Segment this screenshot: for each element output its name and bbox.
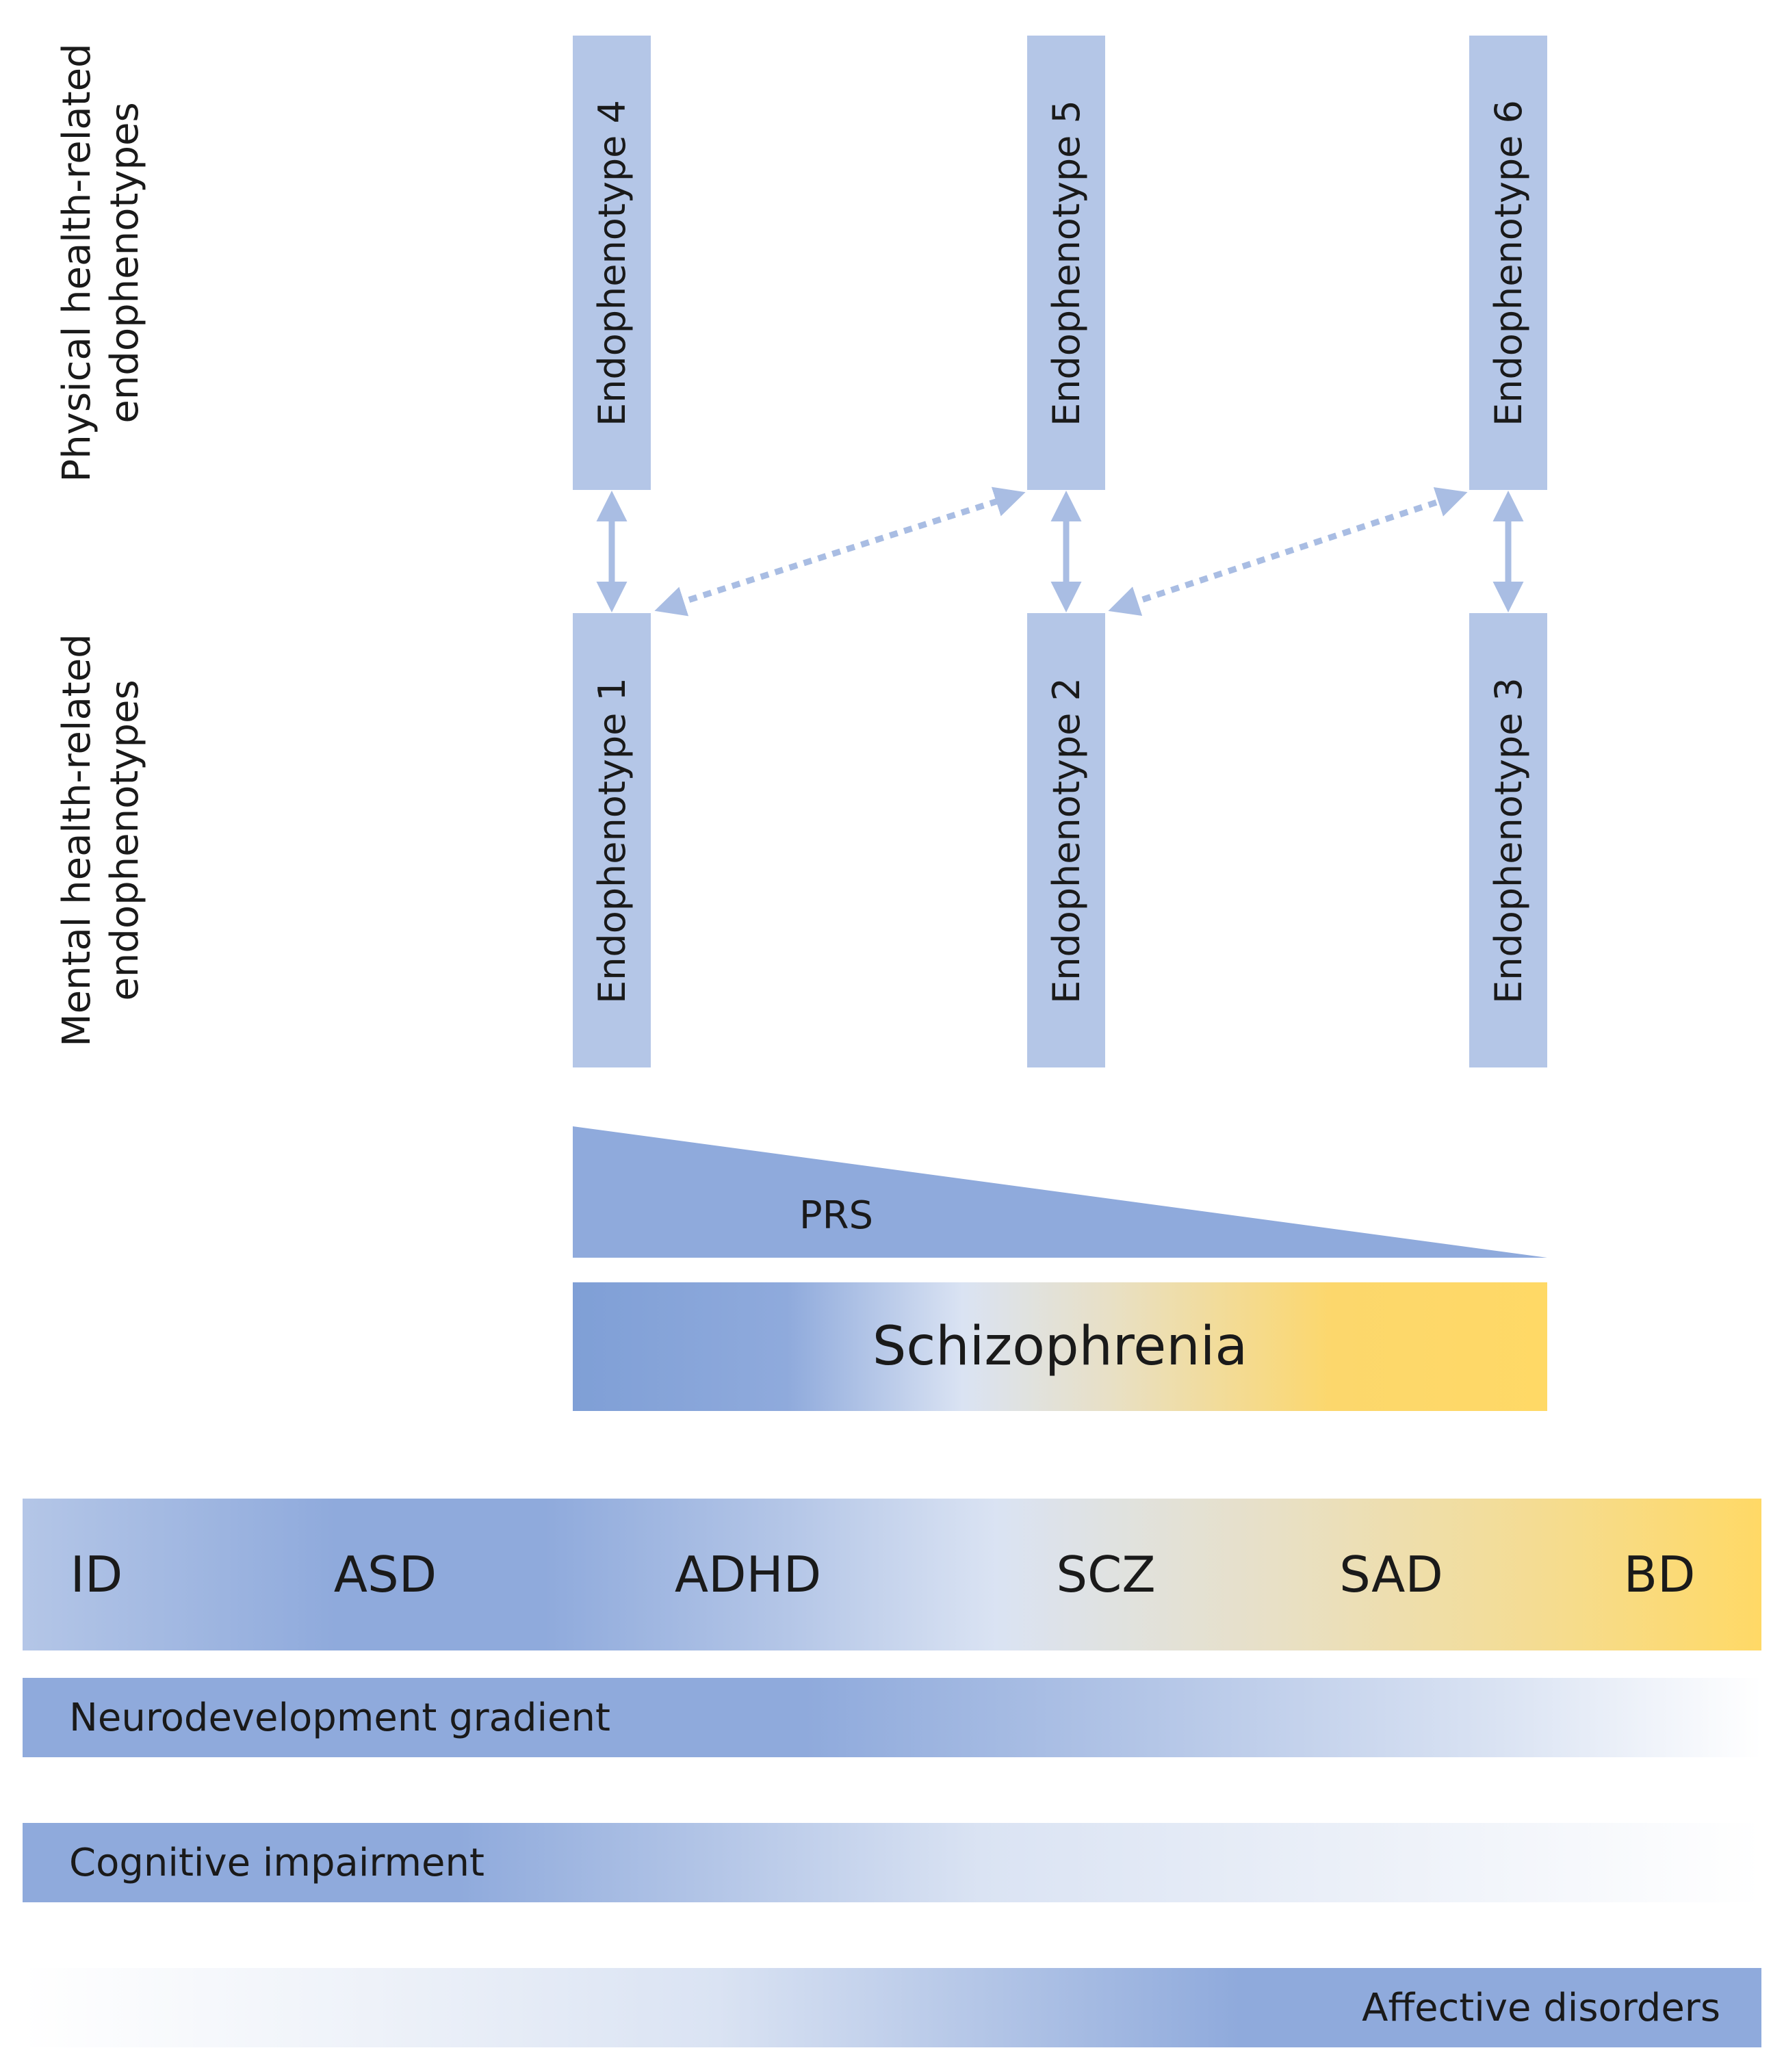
neurodevelopment-gradient-bar: Neurodevelopment gradient xyxy=(23,1678,1761,1757)
neurodevelopment-label: Neurodevelopment gradient xyxy=(69,1695,610,1740)
dotted-arrow-e1-e5 xyxy=(654,487,1026,617)
disorder-id: ID xyxy=(70,1546,123,1603)
prs-triangle xyxy=(573,1126,1547,1258)
schizophrenia-bar: Schizophrenia xyxy=(573,1282,1547,1411)
disorders-bar: ID ASD ADHD SCZ SAD BD xyxy=(23,1499,1761,1650)
connections-svg: PRS xyxy=(573,487,1547,1258)
endophenotype-1-box: Endophenotype 1 xyxy=(573,613,651,1067)
disorder-sad: SAD xyxy=(1339,1546,1443,1603)
disorder-asd: ASD xyxy=(333,1546,437,1603)
affective-disorders-bar: Affective disorders xyxy=(23,1968,1761,2047)
prs-label: PRS xyxy=(799,1193,873,1238)
cognitive-impairment-label: Cognitive impairment xyxy=(69,1840,484,1885)
endophenotype-6-box: Endophenotype 6 xyxy=(1469,36,1547,490)
disorder-scz: SCZ xyxy=(1056,1546,1156,1603)
disorder-bd: BD xyxy=(1623,1546,1696,1603)
schizophrenia-label: Schizophrenia xyxy=(872,1316,1248,1377)
cognitive-impairment-bar: Cognitive impairment xyxy=(23,1823,1761,1902)
endophenotype-3-box: Endophenotype 3 xyxy=(1469,613,1547,1067)
disorder-adhd: ADHD xyxy=(674,1546,822,1603)
endophenotype-2-box: Endophenotype 2 xyxy=(1027,613,1105,1067)
endophenotype-5-box: Endophenotype 5 xyxy=(1027,36,1105,490)
dotted-arrow-e2-e6 xyxy=(1108,487,1468,617)
endophenotype-4-box: Endophenotype 4 xyxy=(573,36,651,490)
affective-disorders-label: Affective disorders xyxy=(1362,1985,1720,2030)
